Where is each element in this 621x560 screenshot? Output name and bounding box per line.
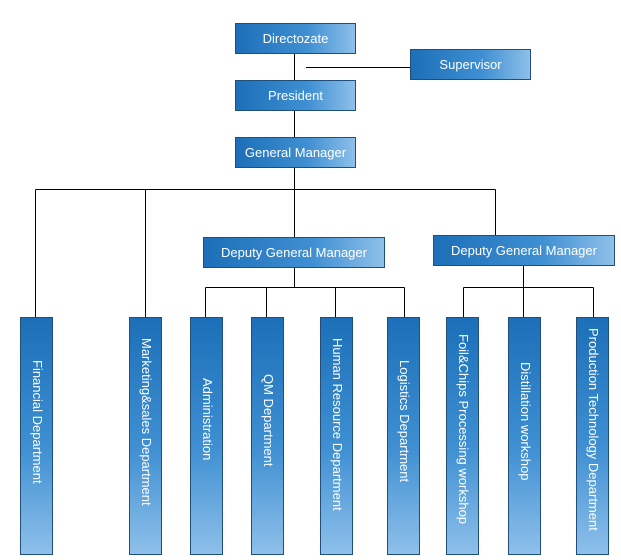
department-node-marketing: Marketing&sales Department xyxy=(129,317,162,555)
department-label-foil-chips: Foil&Chips Processing workshop xyxy=(455,334,471,525)
deputy-label-2: Deputy General Manager xyxy=(451,243,597,258)
department-label-production-technology: Production Technology Department xyxy=(585,328,601,531)
deputy-label-1: Deputy General Manager xyxy=(221,245,367,260)
department-node-administration: Administration xyxy=(190,317,223,555)
department-label-distillation: Distillation workshop xyxy=(517,362,533,481)
department-label-financial: Financial Department xyxy=(29,360,45,484)
department-label-administration: Administration xyxy=(199,378,215,461)
department-label-qm: QM Department xyxy=(260,374,276,467)
department-label-logistics: Logistics Department xyxy=(396,360,412,483)
deputy-general-manager-node-2: Deputy General Manager xyxy=(433,235,615,266)
department-node-logistics: Logistics Department xyxy=(387,317,420,555)
general-manager-node: General Manager xyxy=(235,137,356,168)
department-node-distillation: Distillation workshop xyxy=(508,317,541,555)
president-label: President xyxy=(268,88,323,103)
department-node-foil-chips: Foil&Chips Processing workshop xyxy=(446,317,479,555)
directorate-label: Directozate xyxy=(262,31,329,46)
supervisor-label: Supervisor xyxy=(439,57,502,72)
deputy-general-manager-node-1: Deputy General Manager xyxy=(203,237,385,268)
department-node-financial: Financial Department xyxy=(20,317,53,555)
department-label-marketing: Marketing&sales Department xyxy=(138,338,154,506)
department-label-human-resource: Human Resource Department xyxy=(329,338,345,511)
president-node: President xyxy=(235,80,356,111)
general-manager-label: General Manager xyxy=(244,145,347,160)
department-node-qm: QM Department xyxy=(251,317,284,555)
supervisor-node: Supervisor xyxy=(410,49,531,80)
department-node-production-technology: Production Technology Department xyxy=(576,317,609,555)
directorate-node: Directozate xyxy=(235,23,356,54)
department-node-human-resource: Human Resource Department xyxy=(320,317,353,555)
